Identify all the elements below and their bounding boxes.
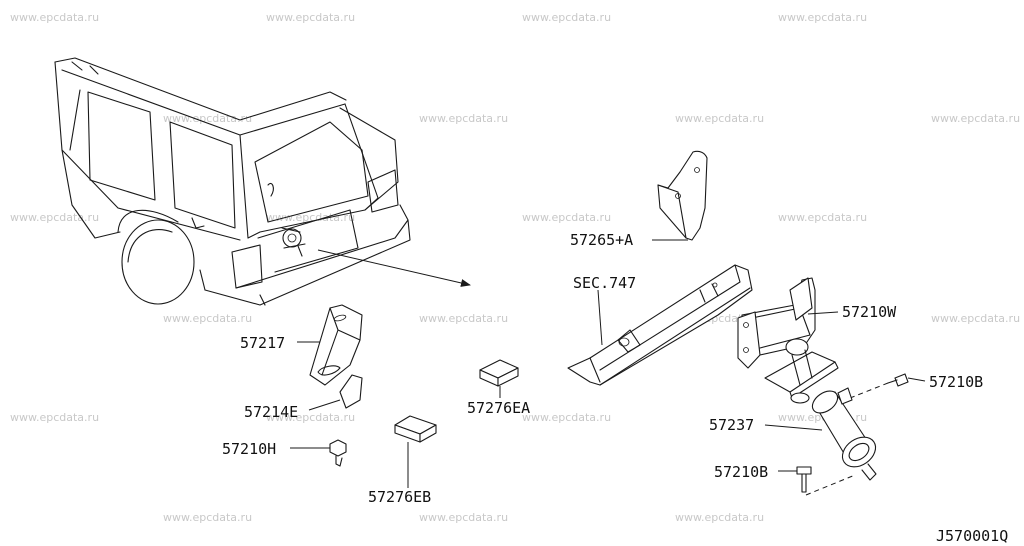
watermark: www.epcdata.ru <box>10 211 99 224</box>
pad-57276ea <box>479 359 519 387</box>
watermark: www.epcdata.ru <box>266 211 355 224</box>
label-sec747: SEC.747 <box>573 274 636 292</box>
label-57217: 57217 <box>240 334 285 352</box>
watermark: www.epcdata.ru <box>419 511 508 524</box>
watermark: www.epcdata.ru <box>675 112 764 125</box>
watermark: www.epcdata.ru <box>522 11 611 24</box>
label-57210h: 57210H <box>222 440 276 458</box>
bolt-57210b-upper <box>837 373 909 405</box>
pad-57214e <box>339 374 363 409</box>
watermark: www.epcdata.ru <box>419 112 508 125</box>
part-labels: 57265+A SEC.747 57210W 57217 57214E 5721… <box>222 231 1008 545</box>
bolt-57210b-lower <box>796 466 856 496</box>
bracket-57217 <box>309 304 363 386</box>
watermark: www.epcdata.ru <box>778 211 867 224</box>
label-57276ea: 57276EA <box>467 399 530 417</box>
tube-57237 <box>811 390 877 481</box>
frame-rail-sec747 <box>567 264 753 386</box>
location-arrow <box>317 249 471 287</box>
watermark: www.epcdata.ru <box>10 411 99 424</box>
pad-57276eb <box>394 415 437 443</box>
watermark: www.epcdata.ru <box>163 312 252 325</box>
label-57276eb: 57276EB <box>368 488 431 506</box>
watermark: www.epcdata.ru <box>778 11 867 24</box>
carrier-57210w <box>737 277 839 404</box>
watermark: www.epcdata.ru <box>10 11 99 24</box>
diagram-code: J570001Q <box>936 527 1008 545</box>
label-57210b-lower: 57210B <box>714 463 768 481</box>
watermark: www.epcdata.ru <box>163 511 252 524</box>
watermark: www.epcdata.ru <box>522 411 611 424</box>
label-57210w: 57210W <box>842 303 897 321</box>
clip-57210h <box>329 439 347 467</box>
watermark: www.epcdata.ru <box>931 112 1020 125</box>
watermark: www.epcdata.ru <box>266 11 355 24</box>
bracket-57265a <box>657 150 708 241</box>
vehicle-illustration <box>54 57 411 306</box>
watermark: www.epcdata.ru <box>522 211 611 224</box>
watermark: www.epcdata.ru <box>419 312 508 325</box>
watermark: www.epcdata.ru <box>931 312 1020 325</box>
watermark: www.epcdata.ru <box>266 411 355 424</box>
leader-lines <box>290 239 926 488</box>
label-57237: 57237 <box>709 416 754 434</box>
label-57214e: 57214E <box>244 403 298 421</box>
watermark: www.epcdata.ru <box>675 511 764 524</box>
label-57210b-upper: 57210B <box>929 373 983 391</box>
label-57265a: 57265+A <box>570 231 633 249</box>
